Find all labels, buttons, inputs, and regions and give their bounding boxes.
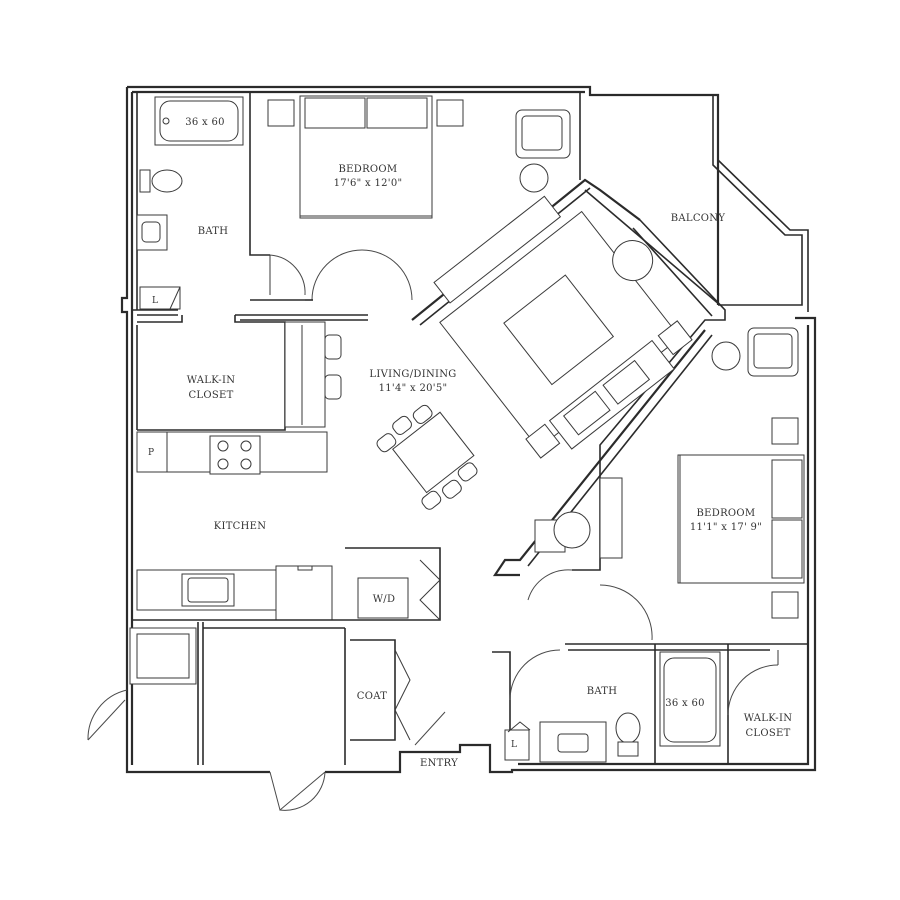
linen-closet-2	[504, 729, 530, 761]
tub-2-size: 36 x 60	[665, 698, 705, 709]
kitchen-island	[284, 321, 326, 428]
refrigerator	[275, 565, 333, 621]
outer-walls	[120, 85, 817, 774]
balcony-name: BALCONY	[671, 213, 726, 224]
bedroom-1	[267, 92, 581, 301]
kitchen	[132, 314, 368, 621]
tub-1-size: 36 x 60	[185, 117, 225, 128]
linen-closet-1	[139, 286, 181, 310]
living-furniture	[433, 195, 693, 459]
walkin-1-line2: CLOSET	[188, 390, 233, 401]
armchair-1	[515, 109, 571, 159]
vanity-sink-2	[539, 721, 607, 763]
coat-name: COAT	[357, 691, 387, 702]
bedroom-1-size: 17'6" x 12'0"	[334, 178, 403, 189]
sofa	[548, 339, 675, 450]
bath-2-name: BATH	[587, 686, 618, 697]
walkin-2-line2: CLOSET	[745, 728, 790, 739]
bathtub-2	[659, 651, 721, 747]
washer-dryer	[357, 577, 409, 619]
cooktop	[209, 435, 261, 475]
bath-1-name: BATH	[198, 226, 229, 237]
entry-name: ENTRY	[420, 758, 458, 769]
armchair-2	[747, 327, 799, 377]
coffee-table	[503, 274, 615, 386]
bedroom-2-size: 11'1" x 17' 9"	[690, 522, 762, 533]
room-labels: BEDROOM 17'6" x 12'0" LIVING/DINING 11'4…	[148, 117, 792, 769]
bathtub-1	[154, 96, 244, 146]
bedroom-2-name: BEDROOM	[697, 508, 756, 519]
pantry-label: P	[148, 448, 154, 458]
walkin-2-line1: WALK-IN	[744, 713, 793, 724]
bed-1	[299, 95, 433, 219]
kitchen-name: KITCHEN	[214, 521, 267, 532]
living-dining-size: 11'4" x 20'5"	[379, 383, 448, 394]
accent-chair	[612, 240, 654, 282]
tv-console	[433, 195, 562, 304]
kitchen-sink	[181, 573, 235, 607]
dining-table	[392, 411, 475, 494]
toilet-1	[151, 169, 183, 193]
bedroom-2	[527, 327, 805, 641]
washer-dryer-label: W/D	[373, 594, 396, 605]
toilet-2	[615, 712, 641, 744]
linen-2-label: L	[511, 740, 517, 750]
pantry	[136, 431, 168, 473]
linen-1-label: L	[152, 296, 158, 306]
bath-2	[492, 643, 808, 764]
bed-2	[677, 454, 805, 584]
bedroom-1-name: BEDROOM	[339, 164, 398, 175]
dining-set	[376, 404, 478, 510]
storage-lower-left	[87, 622, 346, 811]
laundry-coat	[345, 547, 446, 746]
bath-1	[132, 92, 306, 316]
living-dining-name: LIVING/DINING	[369, 369, 456, 380]
walkin-1-line1: WALK-IN	[187, 375, 236, 386]
